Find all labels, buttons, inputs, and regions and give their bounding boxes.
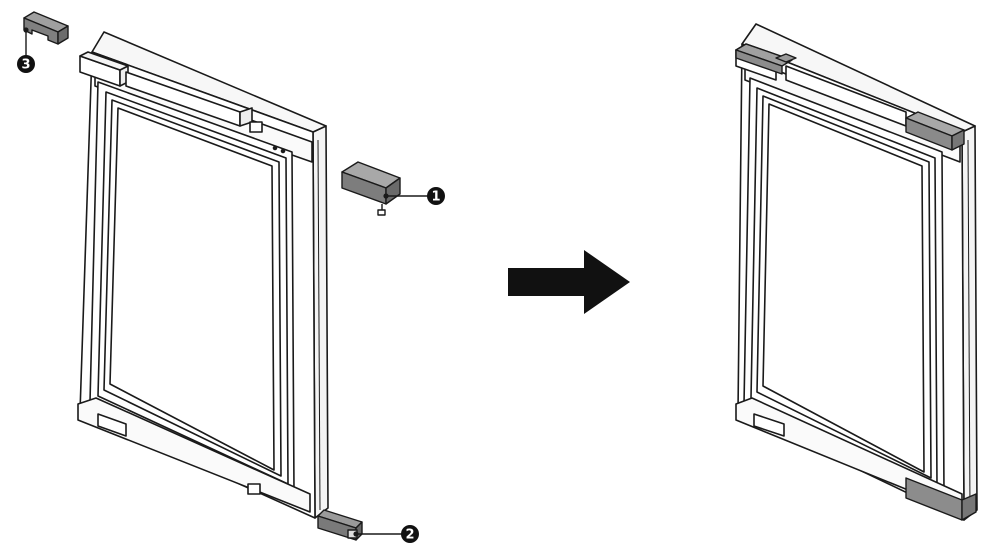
part-2-bottom-right-cap [317, 509, 363, 541]
callout-3: 3 [17, 27, 35, 73]
callout-1-number: 1 [431, 190, 440, 205]
right-arrow-icon [508, 250, 630, 314]
callout-1: 1 [383, 187, 445, 205]
door-before [77, 31, 329, 519]
part-3-top-left-cap [23, 11, 69, 45]
part-1-top-right-cap [341, 161, 401, 216]
callout-2: 2 [353, 525, 419, 543]
door-after [735, 23, 978, 521]
installed-part-2 [905, 477, 977, 521]
installed-part-3 [735, 43, 797, 75]
installed-part-1 [905, 111, 965, 151]
callout-2-number: 2 [405, 528, 414, 543]
callout-3-number: 3 [21, 58, 30, 73]
